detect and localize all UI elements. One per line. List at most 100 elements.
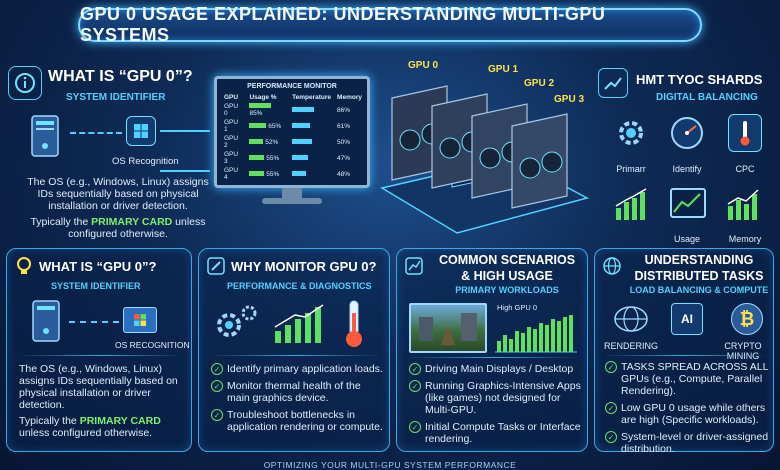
icon-label-cpc: CPC [735,164,755,174]
arrow-line-2 [160,170,210,172]
icon-label-usage: Usage [673,234,700,244]
panel-distributed-tasks: Understanding Distributed Tasks Load Bal… [594,248,774,455]
footer: Optimizing Your Multi-GPU System Perform… [0,455,780,470]
divider [17,355,183,356]
list-item: ✓Running Graphics-Intensive Apps (like g… [409,380,585,416]
ai-chip-icon: AI [671,303,703,335]
monitor-neck [282,188,302,198]
monitor-chart-icon [670,188,706,218]
panel-what-is-gpu0: What is “GPU 0”? System Identifier OS Re… [6,248,192,452]
panel1-text: The OS (e.g., Windows, Linux) assigns ID… [19,363,178,411]
pc-tower-icon [29,299,65,343]
check-icon: ✓ [605,431,617,443]
usage-bar-chart [495,313,577,353]
table-row: GPU 3 55% 47% [224,151,351,165]
check-icon: ✓ [409,380,421,392]
list-item: ✓Troubleshoot bottlenecks in application… [211,409,385,433]
gpu-card-3 [511,113,568,209]
gears-icon [211,303,259,343]
top-right-heading: HMT TYOC SHARDS [636,72,763,87]
top-left-section: What is “GPU 0”? System Identifier OS Re… [8,64,220,244]
top-left-subheading: System Identifier [66,92,166,103]
footer-text: Optimizing Your Multi-GPU System Perform… [263,460,517,470]
top-left-primary-text: Typically the PRIMARY CARD unless config… [30,216,206,240]
top-right-section: HMT TYOC SHARDS Digital Balancing Primar… [598,64,774,244]
panel-why-monitor: Why Monitor GPU 0? Performance & Diagnos… [198,248,390,452]
gpu-label-0: GPU 0 [408,60,439,71]
growth-chart-icon [271,303,327,345]
table-row: GPU 1 65% 61% [224,119,351,133]
list-item: ✓Identify primary application loads. [211,363,385,375]
col-usage: Usage % [249,94,277,101]
primary-card-highlight: PRIMARY CARD [91,216,173,228]
primary-card-highlight: PRIMARY CARD [79,415,161,427]
tools-icon [205,255,227,277]
monitor-screen: Performance Monitor GPU Usage % Temperat… [214,76,370,188]
temp-bar [292,138,313,144]
temp-bar [292,170,307,176]
gear-icon [612,114,650,152]
panel4-heading-2: Distributed Tasks [634,269,764,283]
divider [407,357,579,358]
check-icon: ✓ [409,363,421,375]
check-icon: ✓ [605,402,617,414]
panel1-heading: What is “GPU 0”? [39,259,157,274]
usage-bar [249,170,265,176]
panel2-subheading: Performance & Diagnostics [227,281,372,291]
panel3-bullets: ✓Driving Main Displays / Desktop ✓Runnin… [409,363,585,450]
gpu-label-3: GPU 3 [554,94,585,105]
list-item: ✓Driving Main Displays / Desktop [409,363,585,375]
panel-common-scenarios: Common Scenarios & High Usage Primary Wo… [396,248,588,452]
memory-chart-icon [724,186,764,222]
panel1-subheading: System Identifier [51,281,141,291]
bar-chart-icon [612,186,652,222]
thermometer-icon [343,299,365,349]
panel3-subheading: Primary Workloads [455,285,559,295]
gpu-label-1: GPU 1 [488,64,519,75]
usage-bar [249,103,272,108]
bitcoin-icon: ₿ [731,303,763,335]
page-title: GPU 0 Usage Explained: Understanding Mul… [80,4,606,45]
divider [209,355,381,356]
top-right-subheading: Digital Balancing [656,92,758,103]
table-row: GPU 4 55% 48% [224,167,351,181]
list-item: ✓TASKS SPREAD ACROSS ALL GPUs (e.g., Com… [605,361,771,397]
connector-line [70,132,122,134]
monitor-title: Performance Monitor [247,83,337,90]
check-icon: ✓ [409,421,421,433]
connector-line [69,321,119,323]
monitor-table: GPU Usage % Temperature Memory GPU 0 85%… [221,93,365,182]
panel4-bullets: ✓TASKS SPREAD ACROSS ALL GPUs (e.g., Com… [605,361,771,460]
panel3-heading-1: Common Scenarios [438,253,576,267]
temp-bar [292,154,309,160]
lightbulb-icon [13,255,35,277]
divider [603,355,767,356]
icon-label-memory: Memory [728,234,762,244]
windows-logo-icon [126,116,156,146]
check-icon: ✓ [211,409,223,421]
panel4-heading-1: Understanding [644,253,754,267]
usage-bar [249,154,265,160]
panel1-os-label: OS Recognition [115,340,190,350]
globe-icon [613,303,649,335]
gauge-icon [668,114,706,152]
icon-label-crypto-mining: Crypto Mining [724,341,762,361]
performance-monitor: Performance Monitor GPU Usage % Temperat… [214,76,370,206]
gpu-motherboard-illustration: GPU 0 GPU 1 GPU 2 GPU 3 [372,58,594,234]
check-icon: ✓ [211,363,223,375]
info-icon [8,66,42,100]
gpu-label-2: GPU 2 [524,78,555,89]
icon-label-primarr: Primarr [616,164,646,174]
check-icon: ✓ [605,361,617,373]
arrow-line-1 [160,130,210,132]
panel2-heading: Why Monitor GPU 0? [231,259,377,274]
pc-tower-icon [26,112,66,160]
temp-bar [292,122,311,128]
list-item: ✓Initial Compute Tasks or Interface rend… [409,421,585,445]
chart-label: High GPU 0 [497,303,538,312]
table-row: GPU 0 85% 86% [224,103,351,117]
icon-label-rendering: Rendering [603,341,658,351]
top-left-heading: What is “GPU 0”? [48,68,193,85]
chart-icon [403,255,425,277]
windows-screen-icon [123,307,157,333]
